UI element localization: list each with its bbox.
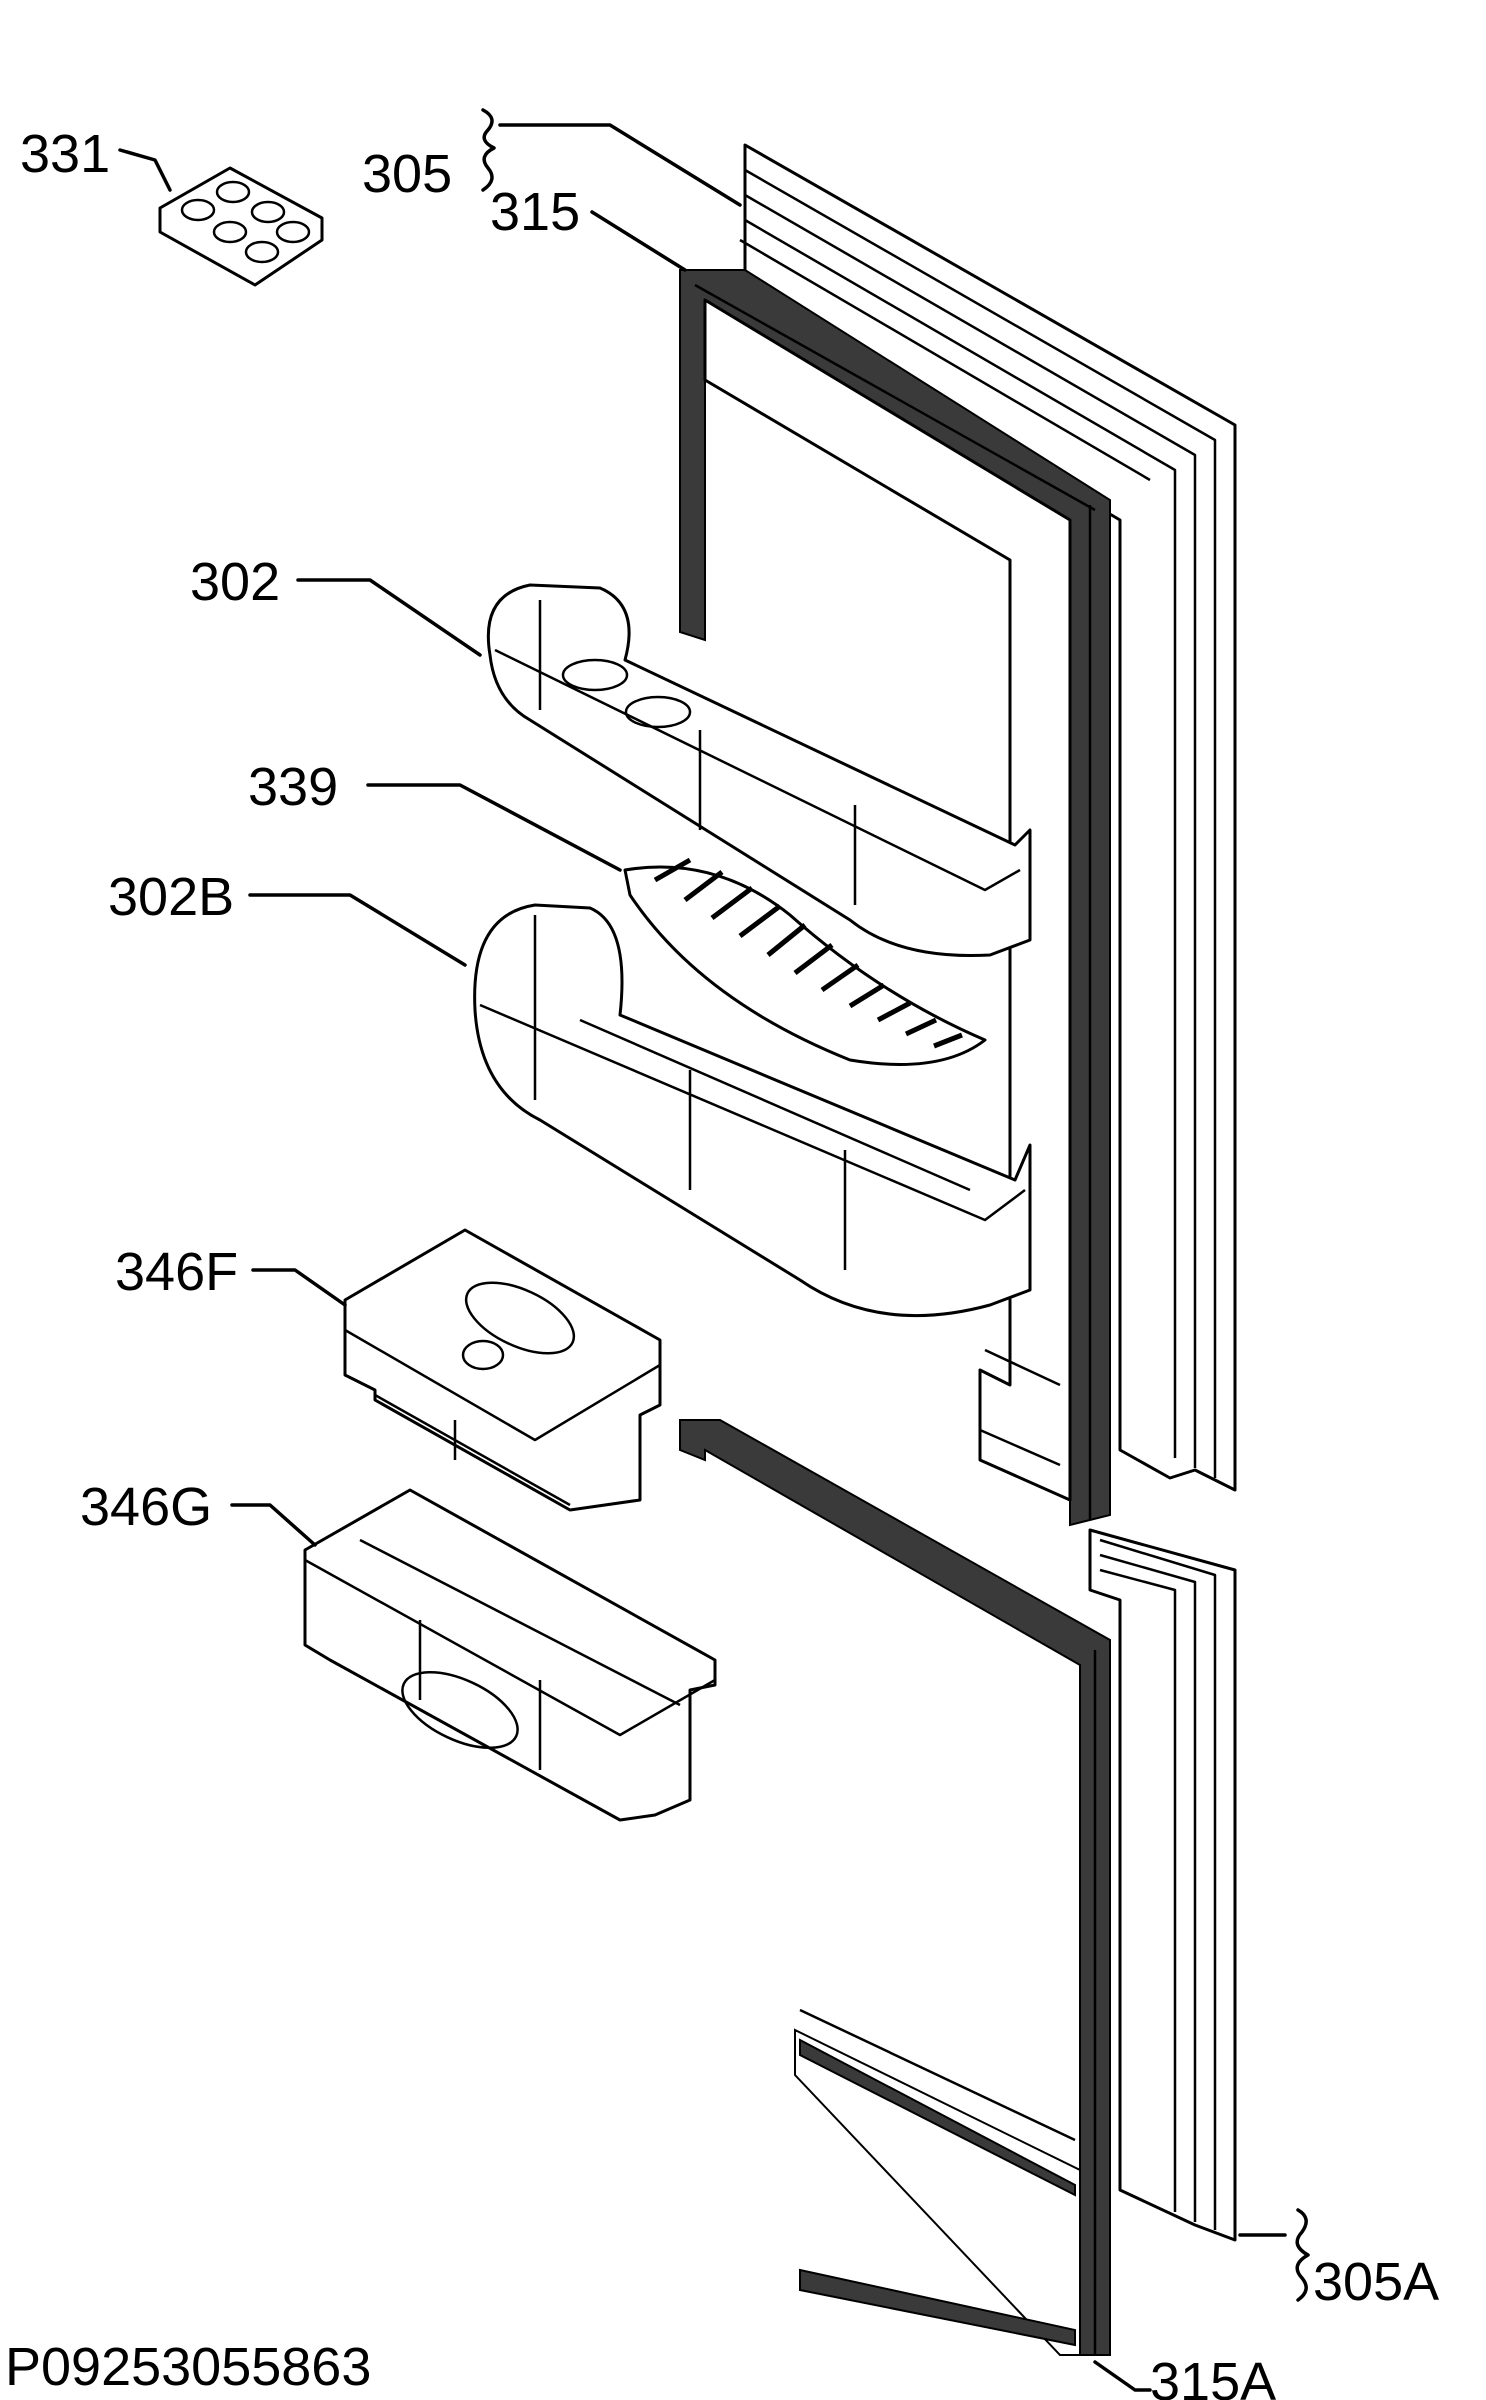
dairy-compartment-346f — [343, 1228, 662, 1512]
door-bin-346g — [303, 1488, 717, 1822]
label-339: 339 — [248, 757, 338, 817]
lower-gasket-315a — [679, 1419, 1111, 2356]
leader-302 — [296, 578, 482, 657]
upper-gasket-315 — [679, 269, 1111, 1527]
label-305: 305 — [362, 144, 452, 204]
leader-346f — [251, 1268, 347, 1307]
leader-315 — [590, 210, 687, 272]
door-shelf-302 — [486, 583, 1032, 958]
drawing-code: P09253055863 — [5, 2337, 371, 2397]
lower-door-305a — [1088, 1528, 1237, 2242]
egg-tray-331 — [158, 166, 324, 287]
shelf-insert-339 — [623, 857, 987, 1066]
label-346f: 346F — [115, 1242, 238, 1302]
leader-315a — [1093, 2360, 1152, 2392]
leader-346g — [230, 1503, 317, 1547]
door-shelf-302b — [473, 903, 1032, 1318]
leader-302b — [248, 893, 467, 967]
leader-339 — [366, 783, 622, 872]
brace-305a — [1295, 2208, 1310, 2302]
label-315: 315 — [490, 182, 580, 242]
label-305a: 305A — [1313, 2252, 1439, 2312]
label-315a: 315A — [1150, 2352, 1276, 2400]
leader-305 — [498, 123, 742, 207]
label-302: 302 — [190, 552, 280, 612]
leader-lines — [118, 108, 1310, 2392]
leader-331 — [118, 148, 172, 192]
label-331: 331 — [20, 124, 110, 184]
part-labels: 331 305 315 302 339 302B 346F 346G 305A … — [5, 124, 1439, 2400]
label-346g: 346G — [80, 1477, 212, 1537]
label-302b: 302B — [108, 867, 234, 927]
brace-305 — [481, 108, 496, 192]
